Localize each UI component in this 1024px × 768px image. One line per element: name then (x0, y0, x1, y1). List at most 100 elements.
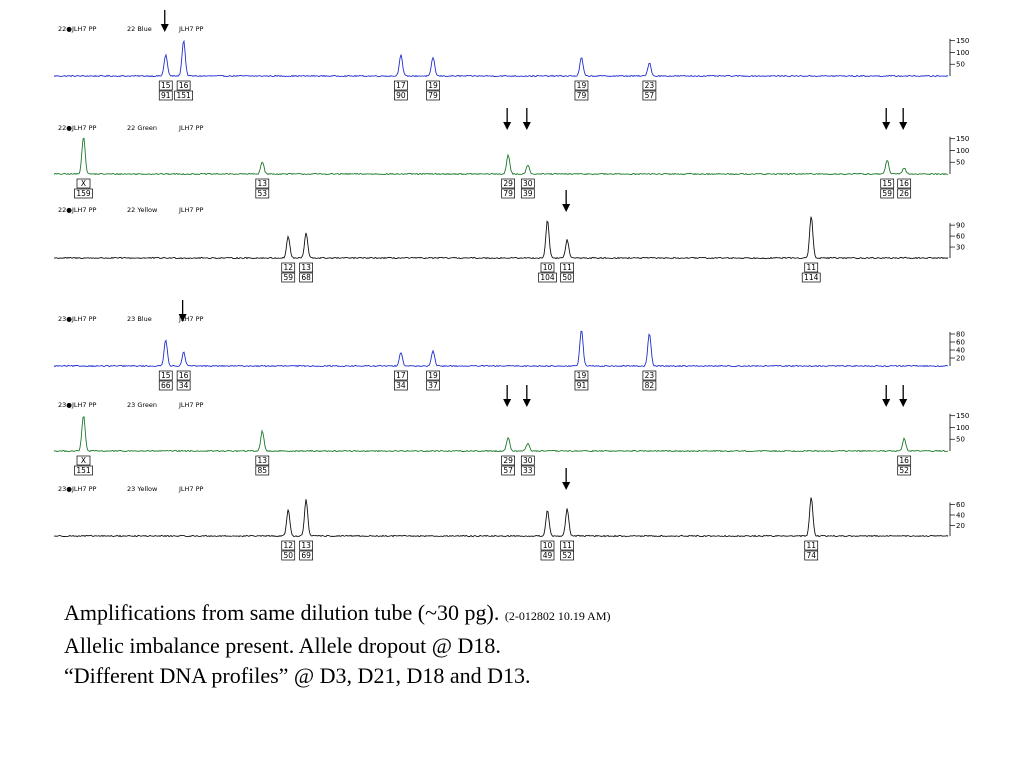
y-tick-label: 60 (956, 233, 965, 241)
trace-line (53, 137, 949, 176)
allele-call: X (81, 179, 86, 188)
allele-call: 17 (396, 81, 406, 90)
height-box (520, 188, 535, 199)
allele-call: 23 (645, 371, 655, 380)
allele-box (76, 455, 91, 466)
panel-header-3: JLH7 PP (178, 315, 204, 323)
allele-box (299, 540, 313, 551)
height-box (501, 188, 516, 199)
allele-call: 29 (503, 179, 513, 188)
caption: Amplifications from same dilution tube (… (64, 598, 1004, 691)
height-box (74, 465, 93, 476)
allele-call: 16 (899, 456, 909, 465)
peak-height: 90 (396, 91, 406, 100)
allele-box (281, 262, 296, 273)
allele-box (255, 178, 270, 189)
dropout-arrow-3 (882, 385, 891, 407)
peak-height: 114 (804, 273, 819, 282)
allele-call: X (81, 456, 86, 465)
peak-height: 151 (76, 466, 91, 475)
peak-height: 104 (540, 273, 555, 282)
peak-height: 91 (161, 91, 171, 100)
allele-call: 13 (301, 263, 311, 272)
dropout-arrow-1 (503, 108, 512, 130)
allele-box (560, 262, 575, 273)
y-tick-label: 20 (956, 522, 965, 530)
height-box (426, 90, 440, 101)
allele-call: 15 (882, 179, 892, 188)
height-box (520, 465, 535, 476)
allele-call: 10 (543, 541, 553, 550)
panel-header-3: JLH7 PP (178, 401, 204, 409)
allele-box (426, 80, 440, 91)
dropout-arrow-1 (160, 10, 169, 32)
peak-height: 151 (176, 91, 191, 100)
height-box (394, 90, 408, 101)
allele-call: 17 (396, 371, 406, 380)
allele-call: 16 (899, 179, 909, 188)
caption-line-1: Amplifications from same dilution tube (… (64, 600, 611, 625)
peak-height: 50 (562, 273, 572, 282)
allele-call: 12 (283, 541, 293, 550)
allele-box (158, 80, 173, 91)
peak-height: 52 (899, 466, 909, 475)
allele-call: 10 (543, 263, 553, 272)
allele-call: 29 (503, 456, 513, 465)
dropout-arrow-2 (522, 108, 531, 130)
peak-height: 82 (645, 381, 655, 390)
peak-height: 79 (503, 189, 513, 198)
panel-header-2: 22 Yellow (127, 206, 158, 214)
height-box (158, 380, 173, 391)
allele-call: 19 (428, 81, 438, 90)
y-tick-label: 150 (956, 135, 969, 143)
height-box (560, 272, 575, 283)
peak-height: 37 (428, 381, 438, 390)
allele-call: 13 (258, 456, 268, 465)
allele-box (574, 80, 589, 91)
dropout-arrow-4 (899, 108, 908, 130)
peak-height: 59 (882, 189, 892, 198)
panel-header-2: 22 Blue (127, 25, 152, 33)
height-box (299, 550, 313, 561)
dropout-arrow-2 (522, 385, 531, 407)
peak-height: 68 (301, 273, 311, 282)
height-box (560, 550, 575, 561)
y-tick-label: 40 (956, 347, 965, 355)
peak-height: 34 (396, 381, 406, 390)
caption-line-3: “Different DNA profiles” @ D3, D21, D18 … (64, 663, 531, 688)
peak-height: 79 (428, 91, 438, 100)
height-box (74, 188, 93, 199)
allele-box (501, 178, 516, 189)
y-tick-label: 50 (956, 436, 965, 444)
dropout-arrow-1 (178, 300, 187, 322)
allele-box (897, 178, 912, 189)
panel-header-1: 23●JLH7 PP (58, 485, 96, 493)
allele-call: 16 (179, 81, 189, 90)
height-box (281, 550, 296, 561)
allele-box (804, 262, 819, 273)
allele-box (158, 370, 173, 381)
allele-box (520, 178, 535, 189)
panel-header-1: 22●JLH7 PP (58, 124, 96, 132)
allele-box (804, 540, 819, 551)
height-box (801, 272, 821, 283)
height-box (574, 90, 589, 101)
allele-call: 19 (577, 371, 587, 380)
allele-box (176, 370, 191, 381)
allele-call: 16 (179, 371, 189, 380)
